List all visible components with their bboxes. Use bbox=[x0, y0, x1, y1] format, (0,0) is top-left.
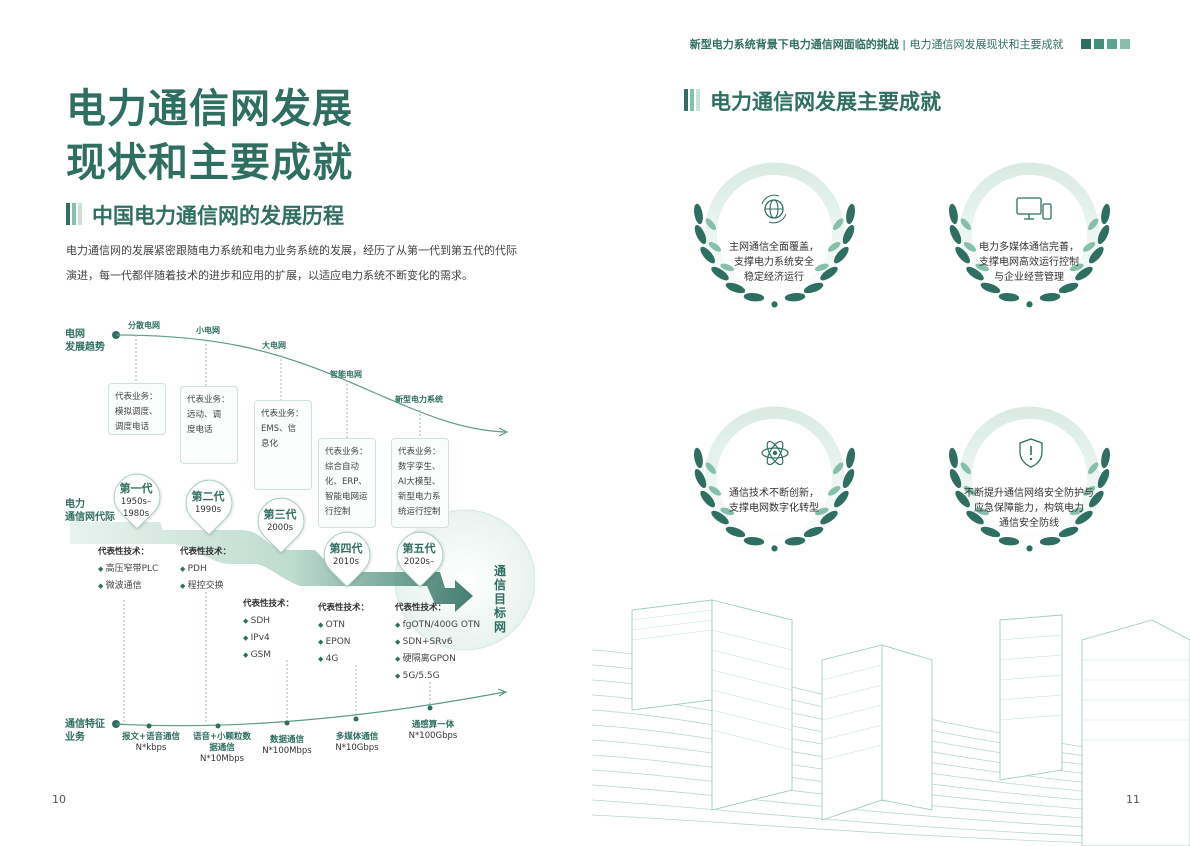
business-box: 代表业务： 模拟调度、 调度电话 bbox=[108, 383, 166, 435]
page-title: 电力通信网发展 现状和主要成就 bbox=[66, 82, 353, 190]
grid-stage: 大电网 bbox=[262, 341, 286, 350]
timeline-diagram bbox=[70, 331, 535, 729]
tech-list: 代表性技术： PDH 程控交换 bbox=[180, 544, 231, 595]
service-curve bbox=[115, 691, 506, 727]
row-label-trend: 电网 发展趋势 bbox=[65, 329, 105, 353]
tech-list: 代表性技术： fgOTN/400G OTN SDN+SRv6 硬隔离GPON 5… bbox=[395, 600, 480, 685]
business-box: 代表业务： 综合自动 化、ERP、 智能电网运 行控制 bbox=[318, 438, 376, 528]
header-square-icon bbox=[1120, 39, 1130, 49]
business-box: 代表业务： 远动、调 度电话 bbox=[180, 386, 238, 464]
tech-list: 代表性技术： SDH IPv4 GSM bbox=[243, 596, 294, 664]
section-heading-text: 中国电力通信网的发展历程 bbox=[92, 204, 344, 228]
atom-icon bbox=[761, 440, 789, 466]
generation-arrow bbox=[70, 522, 473, 612]
title-line: 现状和主要成就 bbox=[66, 140, 353, 186]
row-label-generation: 电力 通信网代际 bbox=[65, 499, 115, 523]
header-square-icon bbox=[1094, 39, 1104, 49]
page-number-left: 10 bbox=[52, 793, 66, 806]
grid-stage: 智能电网 bbox=[330, 370, 362, 379]
achievement-text: 通信技术不断创新， 支撑电网数字化转型 bbox=[729, 488, 819, 514]
devices-icon bbox=[1016, 197, 1052, 220]
trend-curve bbox=[115, 334, 506, 433]
achievement-text: 主网通信全面覆盖， 支撑电力系统安全 稳定经济运行 bbox=[729, 242, 819, 283]
laurel-wreath bbox=[947, 406, 1112, 552]
laurel-wreath bbox=[692, 162, 857, 308]
city-skyline-illustration bbox=[592, 599, 1190, 846]
grid-stage: 小电网 bbox=[196, 326, 220, 335]
running-header: 新型电力系统背景下电力通信网面临的挑战 | 电力通信网发展现状和主要成就 bbox=[690, 36, 1130, 52]
section-heading-right: 电力通信网发展主要成就 bbox=[684, 86, 941, 116]
heading-bars-icon bbox=[684, 89, 702, 116]
target-network-label: 通信目标网 bbox=[494, 564, 507, 634]
header-square-icon bbox=[1107, 39, 1117, 49]
business-box: 代表业务： EMS、信 息化 bbox=[254, 400, 312, 490]
service-dots bbox=[146, 705, 433, 729]
business-box: 代表业务： 数字孪生、 AI大模型、 新型电力系 统运行控制 bbox=[391, 438, 449, 528]
section-heading: 中国电力通信网的发展历程 bbox=[66, 200, 344, 230]
laurel-wreath bbox=[692, 406, 857, 552]
header-chapter: 新型电力系统背景下电力通信网面临的挑战 bbox=[689, 38, 899, 51]
achievement-text: 电力多媒体通信完善， 支撑电网高效运行控制 与企业经营管理 bbox=[979, 242, 1079, 283]
globe-icon bbox=[761, 194, 787, 224]
service-connectors bbox=[123, 592, 431, 724]
header-separator: | bbox=[902, 38, 906, 51]
shield-icon bbox=[1019, 438, 1043, 468]
tech-list: 代表性技术： OTN EPON 4G bbox=[318, 600, 369, 668]
trend-connectors bbox=[135, 335, 421, 438]
row-label-service: 通信特征 业务 bbox=[65, 719, 105, 743]
intro-paragraph: 电力通信网的发展紧密跟随电力系统和电力业务系统的发展，经历了从第一代到第五代的代… bbox=[66, 244, 517, 282]
page-number-right: 11 bbox=[1126, 793, 1140, 806]
section-heading-text: 电力通信网发展主要成就 bbox=[710, 90, 941, 114]
laurel-wreath bbox=[947, 162, 1112, 308]
heading-bars-icon bbox=[66, 203, 84, 230]
header-section: 电力通信网发展现状和主要成就 bbox=[909, 38, 1064, 51]
header-square-icon bbox=[1081, 39, 1091, 49]
grid-stage: 分散电网 bbox=[128, 321, 160, 330]
title-line: 电力通信网发展 bbox=[66, 86, 353, 132]
tech-list: 代表性技术： 高压窄带PLC 微波通信 bbox=[98, 544, 158, 595]
achievement-text: 不断提升通信网络安全防护与 应急保障能力，构筑电力 通信安全防线 bbox=[964, 488, 1094, 529]
grid-stage: 新型电力系统 bbox=[395, 395, 443, 404]
